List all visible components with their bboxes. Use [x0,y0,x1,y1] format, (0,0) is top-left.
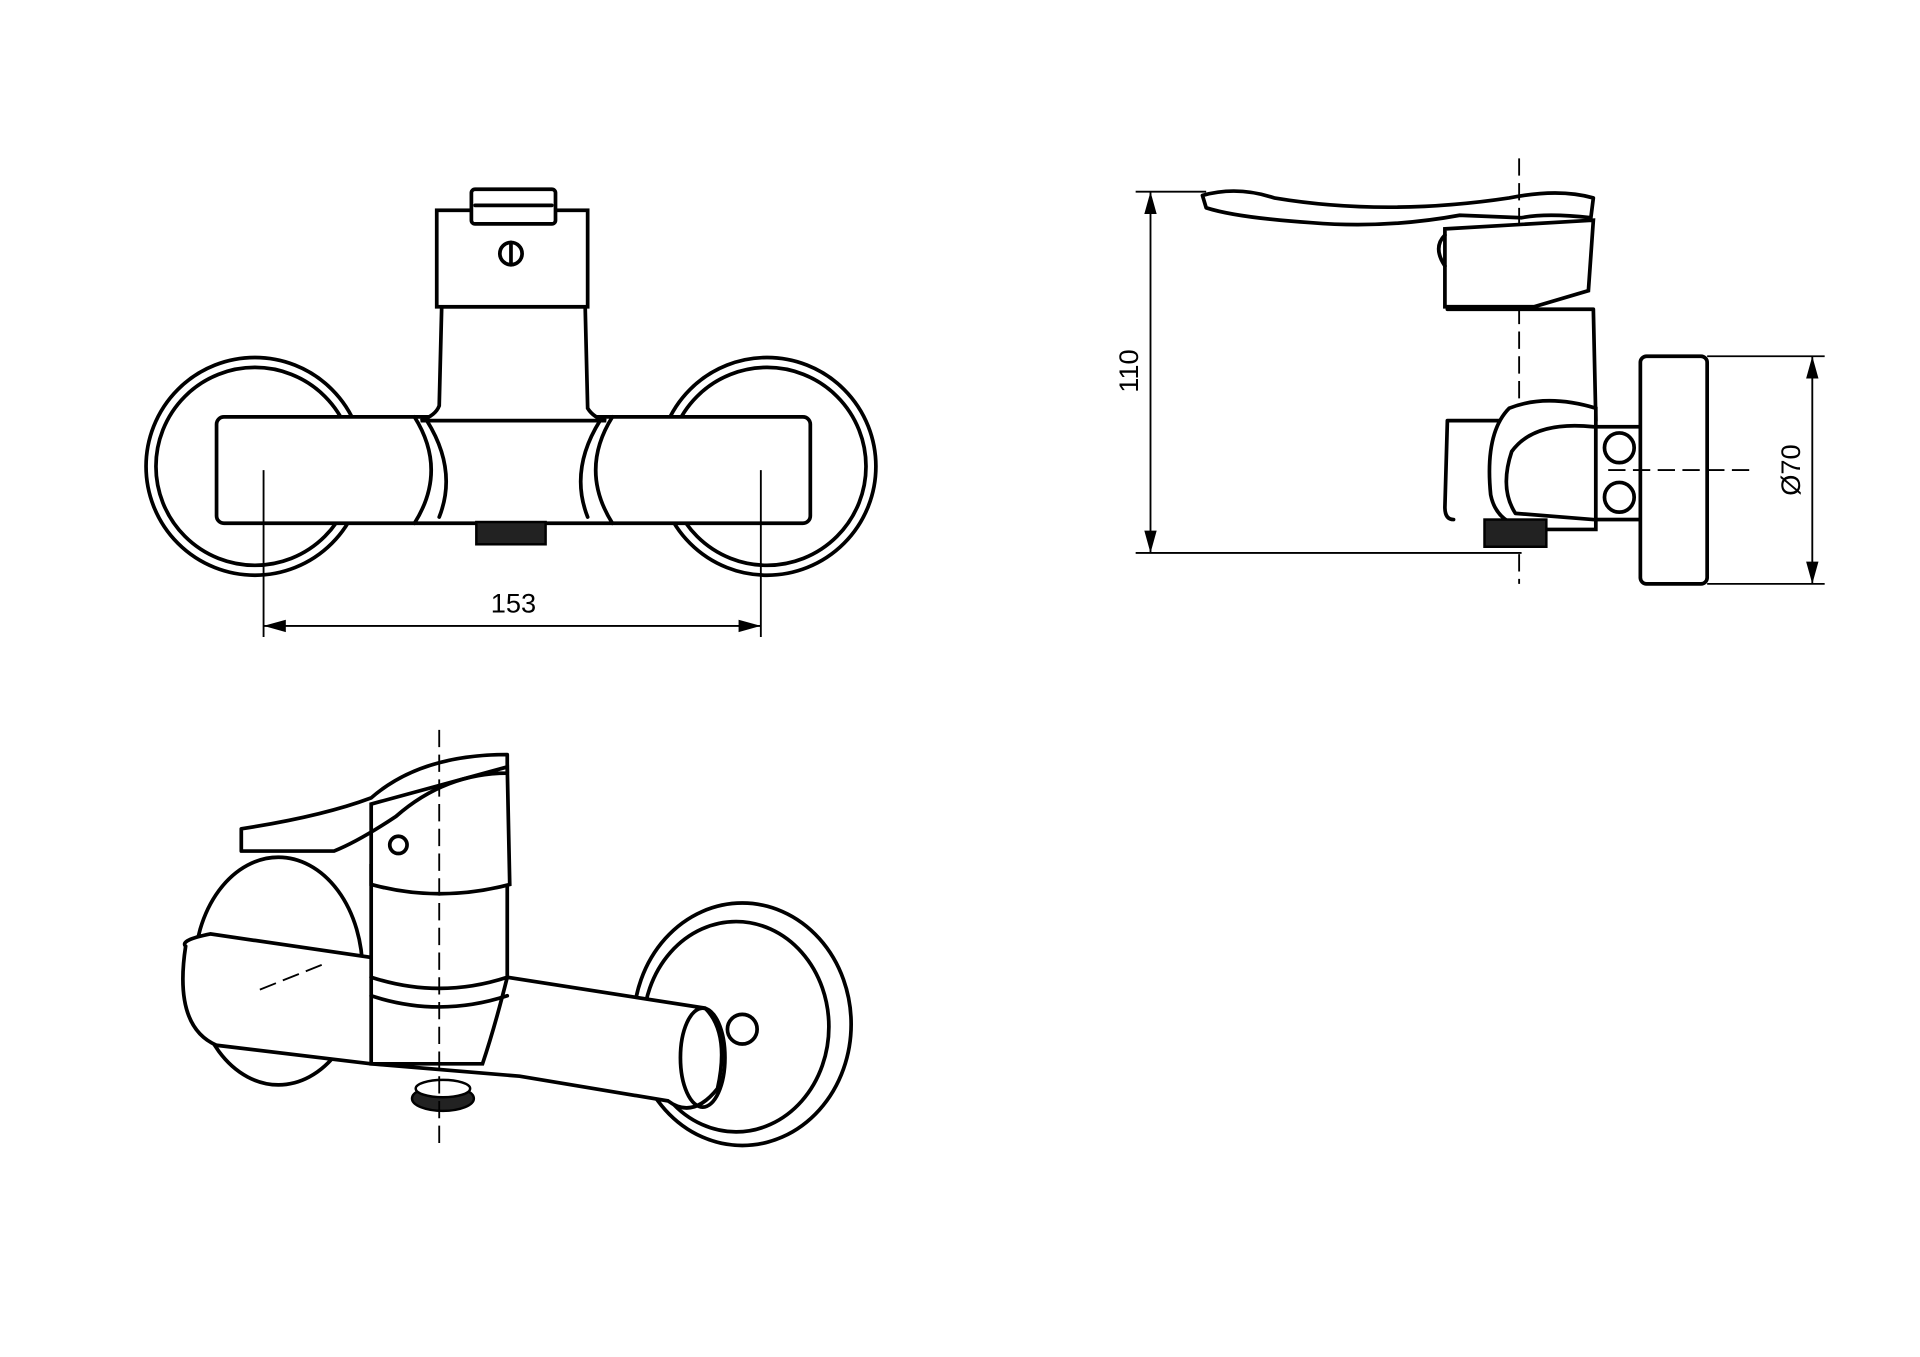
lever-iso [239,752,510,853]
column [420,304,607,423]
outlet-side [1483,518,1548,548]
front-view: 153 [144,187,878,638]
handle-body-iso [369,764,512,896]
lever-side [1200,189,1596,227]
diameter-dimension-label: Ø70 [1775,444,1806,495]
body-bar [214,415,813,526]
width-dimension-label: 153 [491,587,536,618]
outlet-elbow [1487,398,1598,532]
isometric-view [181,729,853,1148]
connector [1593,424,1645,522]
height-dimension-label: 110 [1113,349,1144,392]
outlet [475,520,547,546]
side-view: 110 Ø70 [1113,158,1825,586]
handle-body-side [1443,218,1596,309]
